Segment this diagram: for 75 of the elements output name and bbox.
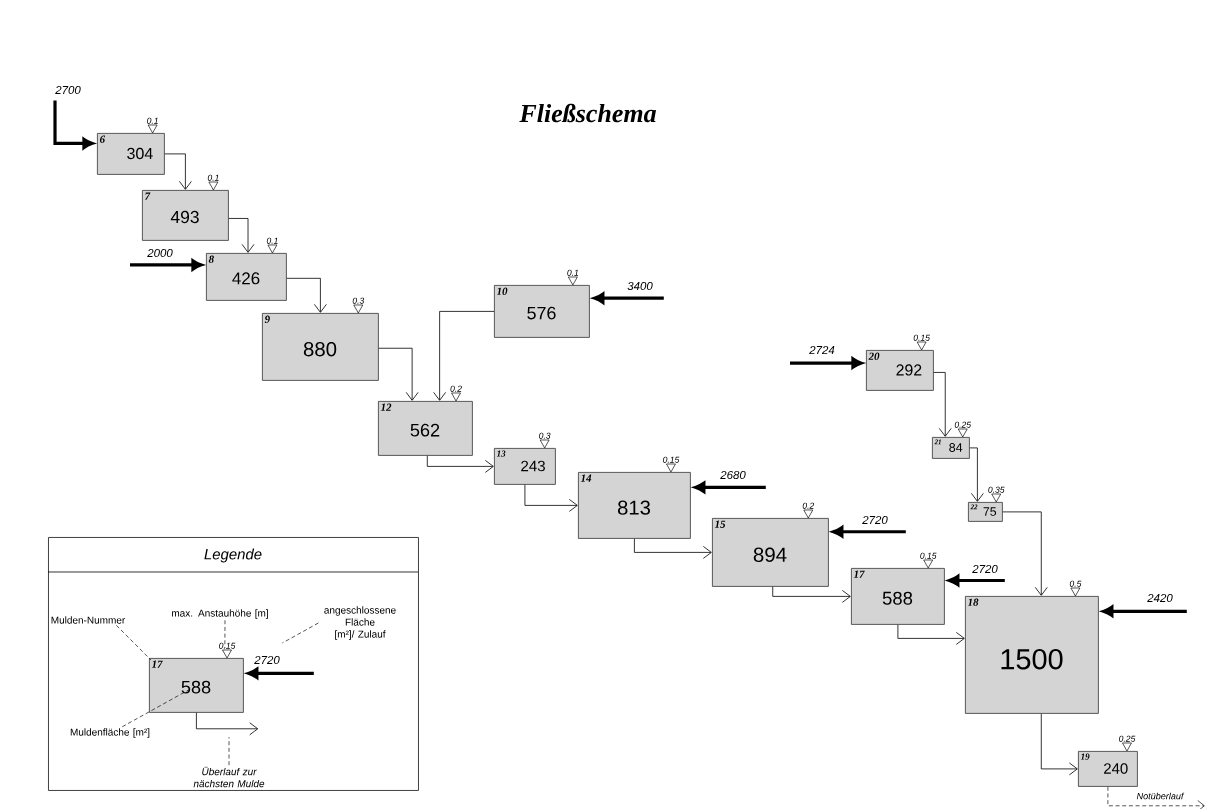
water-level-mark: 0.1 (266, 237, 278, 254)
flow-arrow (433, 311, 495, 401)
water-level-mark: 0.2 (802, 502, 815, 519)
basin-box: 15 894 (712, 518, 829, 587)
flow-arrow (378, 347, 419, 401)
basin-box: 17 588 (851, 568, 945, 625)
flow-arrow (524, 484, 578, 512)
edge-label: 2680 (718, 469, 748, 481)
flow-arrow (1107, 786, 1205, 809)
water-level-mark: 0.3 (352, 297, 365, 314)
edge-label: 2700 (53, 84, 83, 96)
annotation-text: angeschlossene Fläche [m²]/ Zulauf (324, 606, 396, 640)
edge-label: 2720 (970, 563, 1000, 575)
inflow-arrow (693, 481, 766, 494)
basin-box: 20 292 (866, 350, 934, 391)
basin-box: 8 426 (206, 253, 287, 301)
basin-box: 13 243 (494, 448, 556, 485)
water-level-mark: 0.15 (920, 552, 937, 569)
basin-box: 10 576 (494, 285, 590, 338)
flow-arrow (196, 712, 259, 736)
title: Fließschema (519, 103, 656, 123)
flow-arrow (634, 538, 712, 559)
flow-arrow (772, 586, 851, 603)
water-level-mark: 0.5 (1069, 580, 1082, 597)
water-level-mark: 0.25 (1119, 735, 1136, 752)
inflow-arrow (130, 259, 203, 271)
annotation-text: Überlauf zur nächsten Mulde (193, 766, 265, 788)
water-level-mark: 0.15 (219, 642, 236, 659)
flow-arrow (164, 153, 192, 190)
water-level-mark: 0.15 (663, 456, 680, 473)
flow-arrow (426, 455, 494, 473)
flow-arrow (286, 277, 327, 313)
annotation-text: Mulden-Nummer (51, 616, 126, 624)
water-level-mark: 0.1 (207, 174, 219, 191)
edge-label: 2720 (252, 654, 282, 666)
leader-line (224, 619, 226, 649)
flow-arrow (1040, 713, 1078, 776)
edge-label: 2720 (860, 514, 890, 526)
basin-box: 14 813 (578, 472, 691, 539)
leader-line (228, 736, 230, 766)
water-level-mark: 0.35 (988, 486, 1005, 503)
water-level-mark: 0.25 (954, 421, 972, 438)
annotation-text: max. Anstauhöhe [m] (172, 609, 268, 619)
basin-box: 17 588 (149, 658, 244, 713)
edge-label: 2420 (1145, 592, 1175, 604)
annotation-text: Muldenfläche [m²] (70, 728, 150, 738)
basin-box: 19 240 (1078, 751, 1138, 787)
inflow-arrow (947, 574, 1005, 587)
edge-label: 3400 (625, 280, 655, 292)
basin-box: 9 880 (262, 313, 379, 381)
inflow-arrow (1101, 605, 1187, 618)
flow-arrow (933, 372, 952, 437)
flow-arrow (1002, 511, 1048, 596)
water-level-mark: 0.2 (450, 385, 462, 402)
basin-box: 6 304 (97, 133, 165, 175)
inflow-arrow (592, 292, 664, 304)
inflow-arrow (831, 525, 906, 538)
basin-box: 7 493 (142, 190, 229, 241)
edge-label: 2724 (807, 344, 837, 356)
inflow-arrow (790, 357, 863, 369)
flow-arrow (228, 218, 255, 253)
leader-line (115, 624, 152, 661)
flow-arrow (969, 447, 984, 502)
water-level-mark: 0.3 (539, 432, 551, 449)
leader-line (282, 622, 319, 644)
basin-box: 12 562 (378, 401, 473, 456)
flow-arrow (897, 624, 965, 645)
edge-label: 2000 (145, 247, 175, 259)
leader-line (122, 688, 192, 728)
inflow-arrow (246, 667, 314, 680)
edge-label: Notüberlauf (1135, 791, 1185, 801)
water-level-mark: 0.15 (913, 334, 930, 351)
water-level-mark: 0.1 (567, 269, 579, 286)
basin-box: 18 1500 (965, 596, 1099, 714)
water-level-mark: 0.1 (147, 117, 158, 134)
